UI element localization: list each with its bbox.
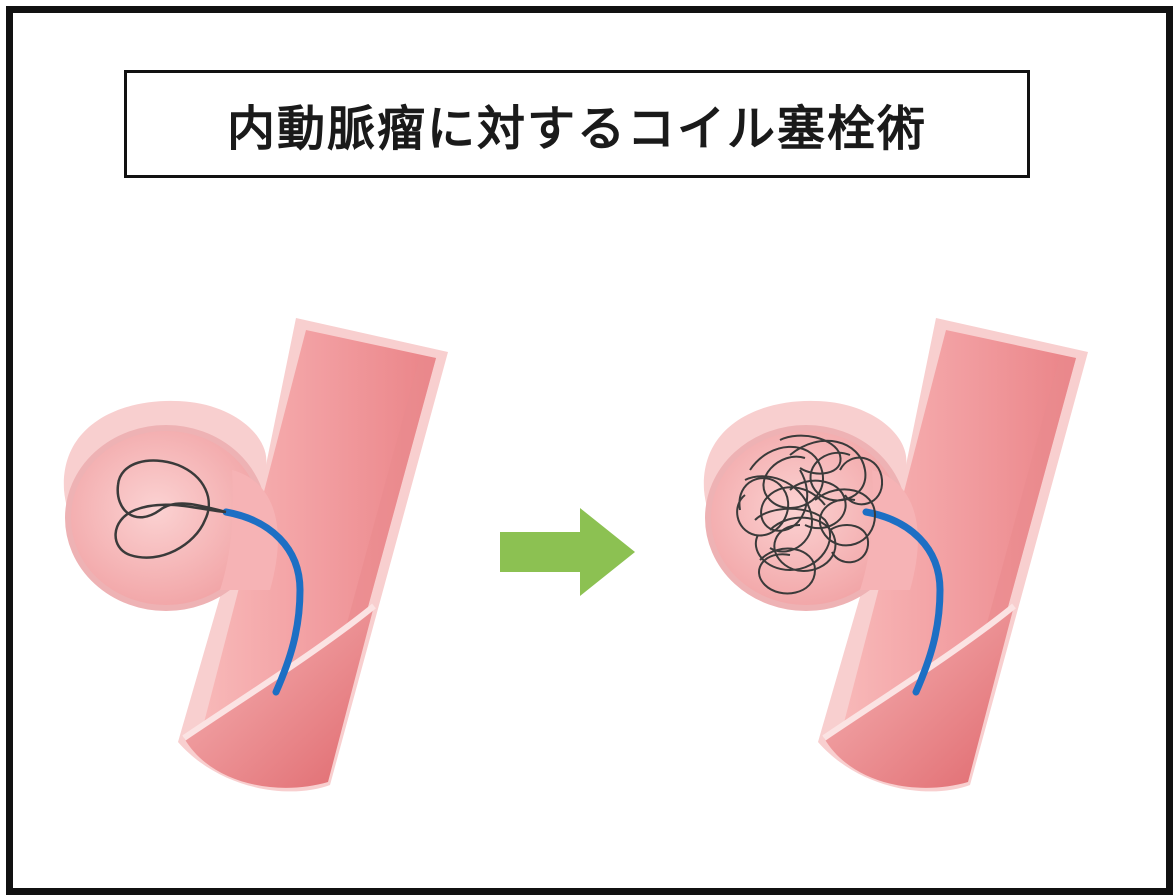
catheter-after <box>862 508 944 696</box>
vessel-before <box>64 318 448 791</box>
coil-before <box>114 459 227 559</box>
catheter-before <box>222 508 304 696</box>
vessel-after <box>704 318 1088 791</box>
coil-after <box>736 434 884 595</box>
diagram-title: 内動脈瘤に対するコイル塞栓術 <box>226 101 927 157</box>
title-box: 内動脈瘤に対するコイル塞栓術 <box>124 70 1030 178</box>
progress-arrow <box>500 508 635 596</box>
